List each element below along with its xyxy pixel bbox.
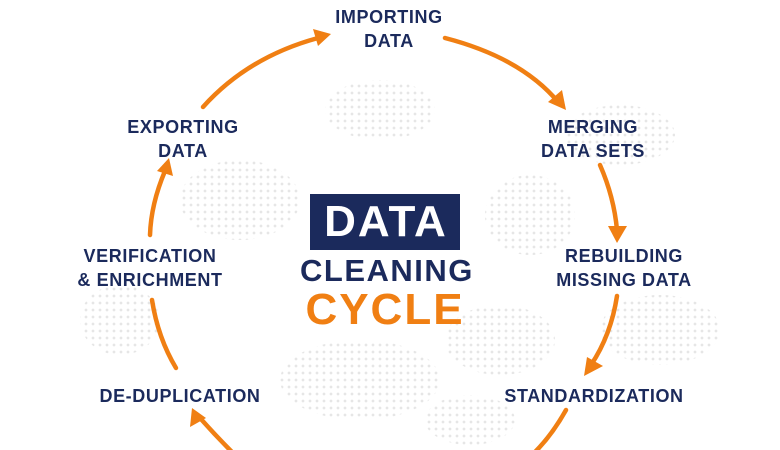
arrow-dedup-to-bottom [197, 415, 234, 450]
stage-line: DE-DUPLICATION [99, 386, 261, 406]
diagram-title: DATA CLEANING CYCLE [300, 194, 474, 334]
arrow-merge-to-rebuild [597, 162, 620, 233]
stage-rebuilding-missing-data: REBUILDING MISSING DATA [556, 244, 692, 292]
stage-verification-enrichment: VERIFICATION & ENRICHMENT [77, 244, 222, 292]
title-cycle: CYCLE [305, 285, 465, 334]
arrow-dedup-to-verify [149, 297, 179, 371]
stage-line: STANDARDIZATION [504, 386, 684, 406]
arrow-head-icon [548, 90, 566, 110]
arrow-head-icon [313, 29, 331, 46]
stage-line: VERIFICATION [83, 246, 217, 266]
stage-de-duplication: DE-DUPLICATION [99, 384, 260, 408]
stage-line: EXPORTING [127, 117, 239, 137]
stage-line: REBUILDING [565, 246, 683, 266]
arrow-rebuild-to-standardize [588, 293, 620, 368]
stage-line: DATA [364, 31, 414, 51]
stage-line: MERGING [547, 117, 639, 137]
title-cleaning: CLEANING [300, 253, 474, 288]
stage-merging-data-sets: MERGING DATA SETS [541, 115, 645, 163]
stage-exporting-data: EXPORTING DATA [127, 115, 238, 163]
title-data-block: DATA [310, 194, 460, 250]
arrow-head-icon [584, 357, 603, 376]
stage-line: & ENRICHMENT [77, 270, 223, 290]
stage-line: MISSING DATA [556, 270, 692, 290]
arrow-standardize-to-dedup [533, 407, 569, 450]
arrow-head-icon [608, 226, 627, 243]
arrow-verify-to-export [147, 168, 168, 238]
stage-standardization: STANDARDIZATION [504, 384, 683, 408]
arrow-export-to-import [200, 35, 321, 110]
stage-importing-data: IMPORTING DATA [335, 5, 442, 53]
arrow-head-icon [190, 408, 206, 427]
arrow-head-icon [157, 158, 173, 176]
arrow-import-to-merge [442, 35, 562, 106]
stage-line: DATA SETS [540, 141, 646, 161]
stage-line: DATA [158, 141, 208, 161]
stage-line: IMPORTING [335, 7, 443, 27]
